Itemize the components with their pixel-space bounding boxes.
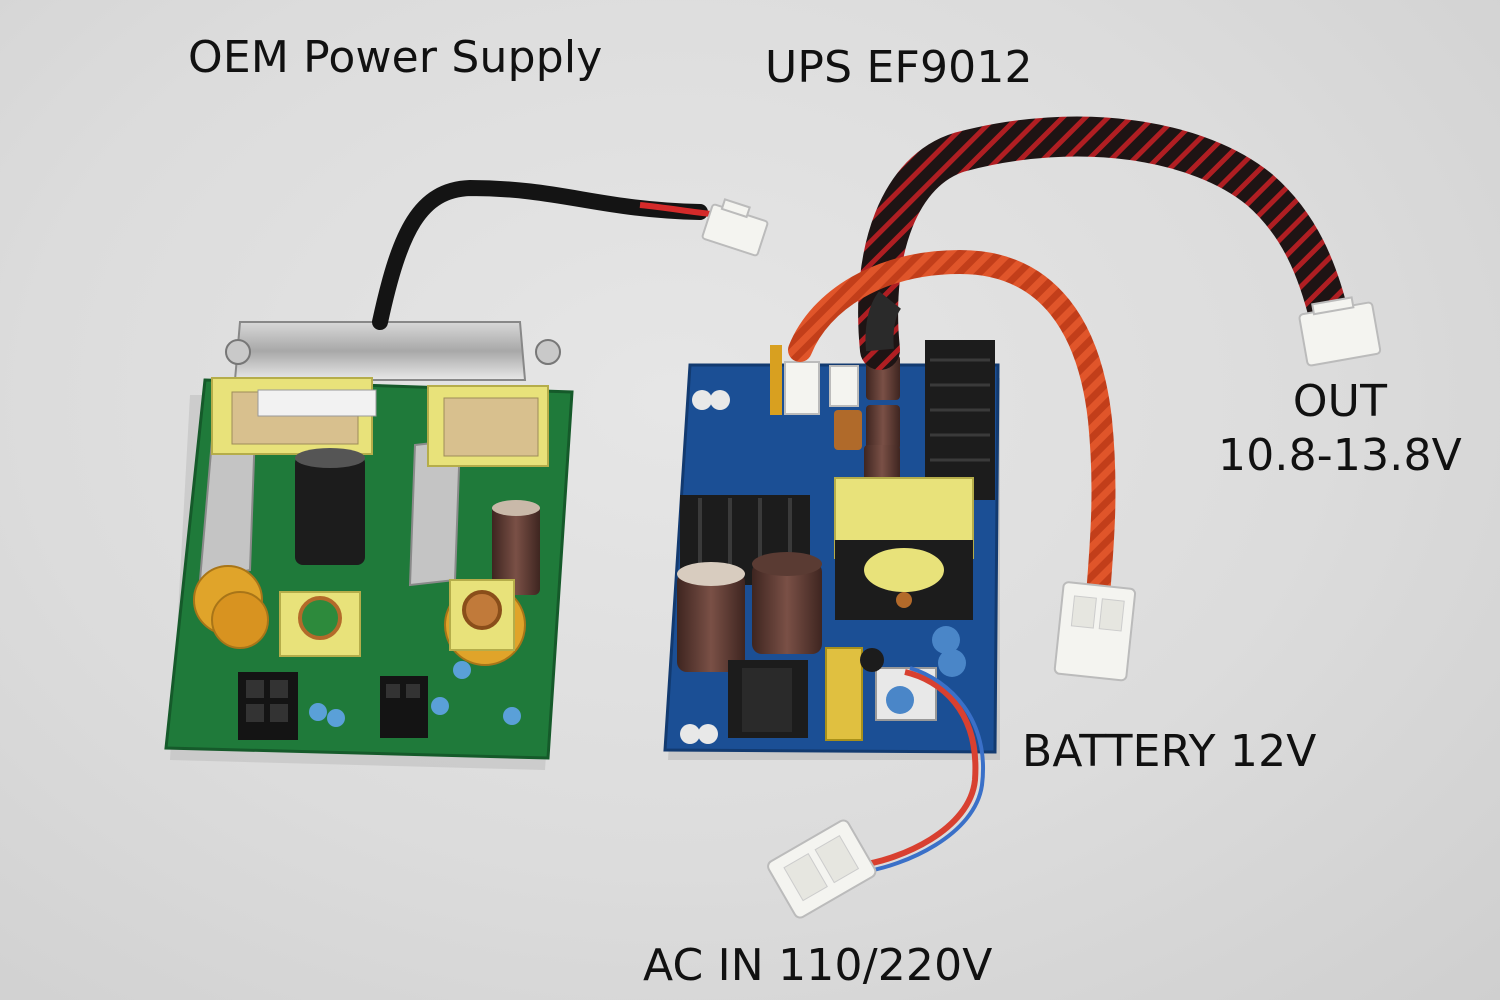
battery-label: BATTERY 12V: [1022, 726, 1317, 777]
oem-power-supply-label: OEM Power Supply: [188, 32, 603, 83]
out-title: OUT: [1292, 376, 1388, 427]
out-label: OUT 10.8-13.8V: [1218, 380, 1462, 478]
out-voltage: 10.8-13.8V: [1218, 430, 1462, 481]
oem-power-supply-board: [164, 179, 769, 770]
ups-model-label: UPS EF9012: [765, 42, 1033, 93]
ac-in-label: AC IN 110/220V: [643, 940, 993, 991]
ups-board: [663, 116, 1382, 919]
